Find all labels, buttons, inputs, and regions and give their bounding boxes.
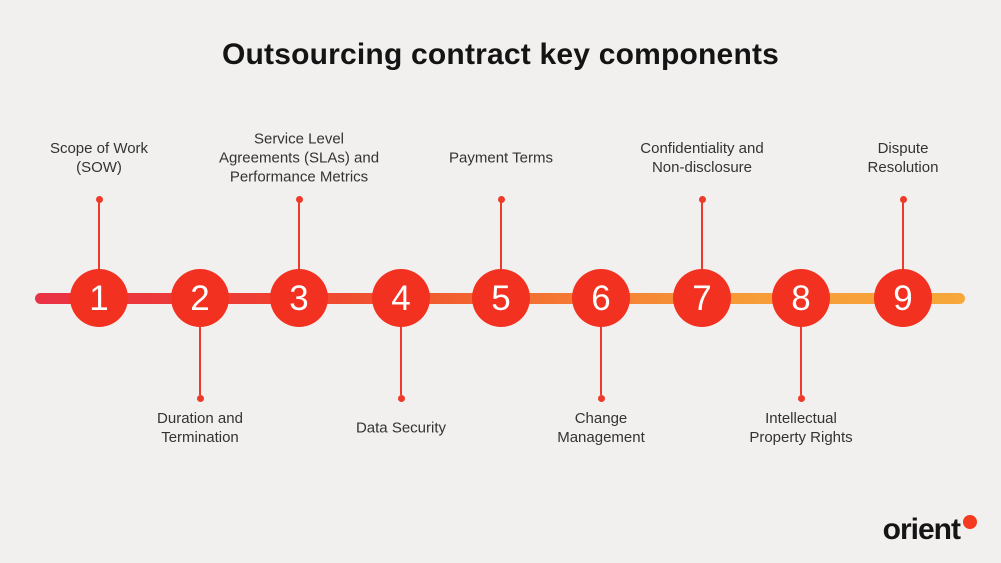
step-circle: 1 (70, 269, 128, 327)
connector-line (902, 201, 904, 269)
brand-logo: orient (883, 515, 977, 545)
step-number: 5 (491, 278, 511, 318)
step-number: 2 (190, 278, 210, 318)
item-label: Dispute Resolution (867, 140, 939, 176)
item-label: Change Management (557, 410, 645, 446)
brand-dot-icon (963, 515, 977, 529)
step-circle: 6 (572, 269, 630, 327)
step-circle: 8 (772, 269, 830, 327)
step-circle: 3 (270, 269, 328, 327)
connector-dot (196, 395, 204, 402)
step-circle: 4 (372, 269, 430, 327)
connector-dot (95, 196, 103, 203)
step-number: 8 (791, 278, 811, 318)
step-circle: 5 (472, 269, 530, 327)
item-label: Scope of Work (SOW) (49, 140, 149, 176)
page-title: Outsourcing contract key components (221, 38, 780, 71)
connector-line (400, 327, 402, 395)
step-number: 7 (692, 278, 712, 318)
step-number: 3 (289, 278, 309, 318)
step-circle: 2 (171, 269, 229, 327)
step-circle: 9 (874, 269, 932, 327)
step-number: 6 (591, 278, 611, 318)
connector-dot (597, 395, 605, 402)
connector-line (199, 327, 201, 395)
connector-line (600, 327, 602, 395)
brand-wordmark: orient (882, 513, 961, 546)
connector-dot (397, 395, 405, 402)
connector-line (98, 201, 100, 269)
connector-line (701, 201, 703, 269)
step-circle: 7 (673, 269, 731, 327)
item-label: Payment Terms (449, 149, 553, 167)
connector-dot (497, 196, 505, 203)
item-label: Confidentiality and Non-disclosure (640, 140, 764, 176)
step-number: 9 (893, 278, 913, 318)
item-label: Service Level Agreements (SLAs) and Perf… (218, 130, 380, 186)
connector-dot (797, 395, 805, 402)
connector-dot (698, 196, 706, 203)
connector-line (800, 327, 802, 395)
connector-line (298, 201, 300, 269)
connector-line (500, 201, 502, 269)
step-number: 4 (391, 278, 411, 318)
connector-dot (899, 196, 907, 203)
item-label: Data Security (355, 419, 447, 437)
item-label: Duration and Termination (157, 410, 243, 446)
connector-dot (295, 196, 303, 203)
step-number: 1 (89, 278, 109, 318)
item-label: Intellectual Property Rights (749, 410, 853, 446)
